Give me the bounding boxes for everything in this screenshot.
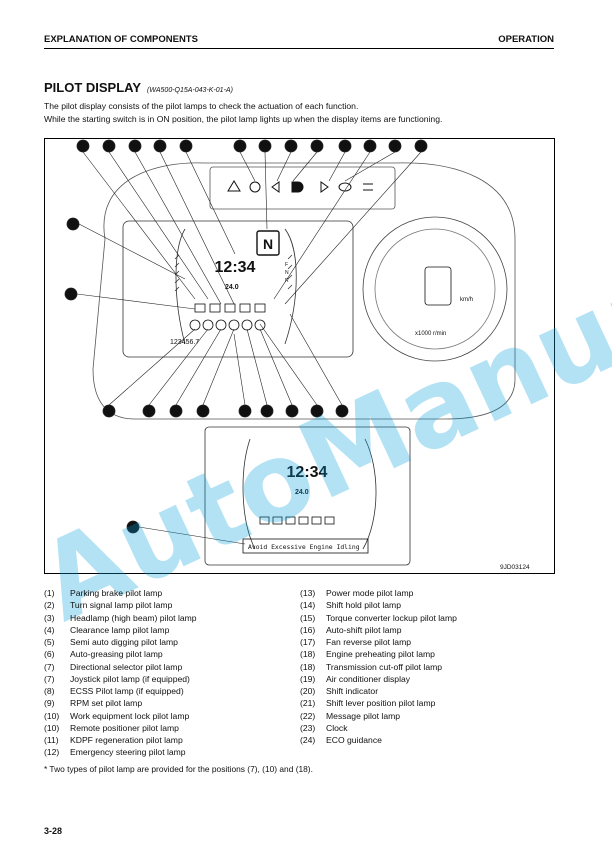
footnote: * Two types of pilot lamp are provided f… <box>44 764 313 774</box>
legend-item: (8)ECSS Pilot lamp (if equipped) <box>44 686 184 696</box>
dashboard-diagram: N 12:34 24.0 F N R 123456.7 km/h x1000 r… <box>64 139 530 571</box>
intro-line-2: While the starting switch is in ON posit… <box>44 113 443 124</box>
legend-item: (12)Emergency steering pilot lamp <box>44 747 186 758</box>
clock-display-lower: 12:34 <box>287 464 328 481</box>
speed-unit: km/h <box>460 297 473 303</box>
intro-line-1: The pilot display consists of the pilot … <box>44 101 359 111</box>
legend-item: (21)Shift lever position pilot lamp <box>300 698 436 709</box>
intro-text: The pilot display consists of the pilot … <box>44 100 564 125</box>
legend-item: (10)Remote positioner pilot lamp <box>44 722 179 733</box>
warning-icons-row <box>227 180 373 193</box>
ac-temp-upper: 24.0 <box>225 284 239 291</box>
legend-item: (11)KDPF regeneration pilot lamp <box>44 735 183 745</box>
svg-text:1: 1 <box>238 142 243 151</box>
legend-item: (10)Work equipment lock pilot lamp <box>44 710 190 721</box>
svg-text:17: 17 <box>199 407 208 416</box>
legend-item: (13)Power mode pilot lamp <box>300 588 414 598</box>
svg-text:9: 9 <box>368 142 373 151</box>
legend-item: (18)Engine preheating pilot lamp <box>300 649 435 660</box>
svg-text:10: 10 <box>156 142 165 151</box>
gear-label-n: N <box>285 270 289 276</box>
legend-item: (2)Turn signal lamp pilot lamp <box>44 600 173 611</box>
section-title-text: PILOT DISPLAY <box>44 80 142 95</box>
legend-item: (22)Message pilot lamp <box>300 710 401 721</box>
legend-item: (9)RPM set pilot lamp <box>44 698 143 709</box>
legend-item: (15)Torque converter lockup pilot lamp <box>300 612 457 623</box>
legend-item: (7)Directional selector pilot lamp <box>44 661 183 672</box>
svg-text:21: 21 <box>338 407 347 416</box>
svg-text:23: 23 <box>182 142 191 151</box>
legend-item: (4)Clearance lamp pilot lamp <box>44 624 170 635</box>
svg-text:2: 2 <box>343 142 348 151</box>
ac-temp-lower: 24.0 <box>295 489 309 496</box>
svg-text:3: 3 <box>315 142 320 151</box>
legend-item: (17)Fan reverse pilot lamp <box>300 637 412 647</box>
clock-display-upper: 12:34 <box>215 259 256 276</box>
section-code: (WA500-Q15A-043-K-01-A) <box>147 87 233 94</box>
lcd-side-bars <box>174 254 293 292</box>
lower-pilot-lamp-row <box>259 516 335 525</box>
tacho-unit: x1000 r/min <box>415 331 446 337</box>
header-section-label: EXPLANATION OF COMPONENTS <box>44 34 198 45</box>
legend-item: (20)Shift indicator <box>300 686 379 696</box>
callout-labels-left: 5 23 <box>64 217 80 301</box>
page-number: 3-28 <box>44 826 63 836</box>
svg-text:6: 6 <box>81 142 86 151</box>
legend-item: (14)Shift hold pilot lamp <box>300 600 401 611</box>
legend-left: (1)Parking brake pilot lamp (2)Turn sign… <box>44 587 294 759</box>
svg-text:24: 24 <box>129 523 138 532</box>
svg-text:14: 14 <box>263 407 272 416</box>
legend-right: (13)Power mode pilot lamp (14)Shift hold… <box>300 587 560 746</box>
message-bar-text: Avoid Excessive Engine Idling <box>248 543 360 551</box>
legend-item: (6)Auto-greasing pilot lamp <box>44 649 163 660</box>
legend-item: (18)Transmission cut-off pilot lamp <box>300 661 443 672</box>
svg-text:23: 23 <box>67 290 76 299</box>
legend-item: (23)Clock <box>300 722 348 733</box>
svg-text:18: 18 <box>241 407 250 416</box>
gear-label-f: F <box>285 262 288 268</box>
svg-text:8: 8 <box>133 142 138 151</box>
svg-text:16: 16 <box>313 407 322 416</box>
hour-meter: 123456.7 <box>170 339 199 346</box>
svg-text:4: 4 <box>393 142 398 151</box>
svg-text:12: 12 <box>145 407 154 416</box>
callout-labels-top: 6 7 8 10 23 1 20 2 3 2 9 4 10 <box>76 139 428 153</box>
legend-item: (1)Parking brake pilot lamp <box>44 588 163 598</box>
svg-text:2: 2 <box>289 142 294 151</box>
callout-label-24: 24 <box>126 520 140 534</box>
section-title: PILOT DISPLAY (WA500-Q15A-043-K-01-A) <box>44 80 233 95</box>
legend-item: (5)Semi auto digging pilot lamp <box>44 637 178 647</box>
page-header: EXPLANATION OF COMPONENTS OPERATION <box>44 34 554 49</box>
svg-text:15: 15 <box>288 407 297 416</box>
callout-labels-bottom: 11 12 13 17 18 14 15 16 21 <box>102 404 349 418</box>
figure-id: 9JD03124 <box>500 564 530 571</box>
pilot-lamp-row <box>189 303 266 331</box>
header-chapter-label: OPERATION <box>498 34 554 45</box>
svg-text:5: 5 <box>71 220 76 229</box>
legend-item: (7)Joystick pilot lamp (if equipped) <box>44 673 190 684</box>
leader-lines <box>76 151 422 545</box>
gear-indicator: N <box>263 236 273 252</box>
svg-text:13: 13 <box>172 407 181 416</box>
legend-item: (16)Auto-shift pilot lamp <box>300 624 402 635</box>
svg-text:7: 7 <box>107 142 112 151</box>
gear-label-r: R <box>285 278 289 284</box>
svg-text:20: 20 <box>261 142 270 151</box>
legend-item: (24)ECO guidance <box>300 735 382 745</box>
legend-item: (19)Air conditioner display <box>300 673 411 684</box>
legend-item: (3)Headlamp (high beam) pilot lamp <box>44 612 197 623</box>
svg-text:11: 11 <box>105 407 114 416</box>
svg-text:10: 10 <box>417 142 426 151</box>
pilot-display-figure: N 12:34 24.0 F N R 123456.7 km/h x1000 r… <box>44 138 555 574</box>
